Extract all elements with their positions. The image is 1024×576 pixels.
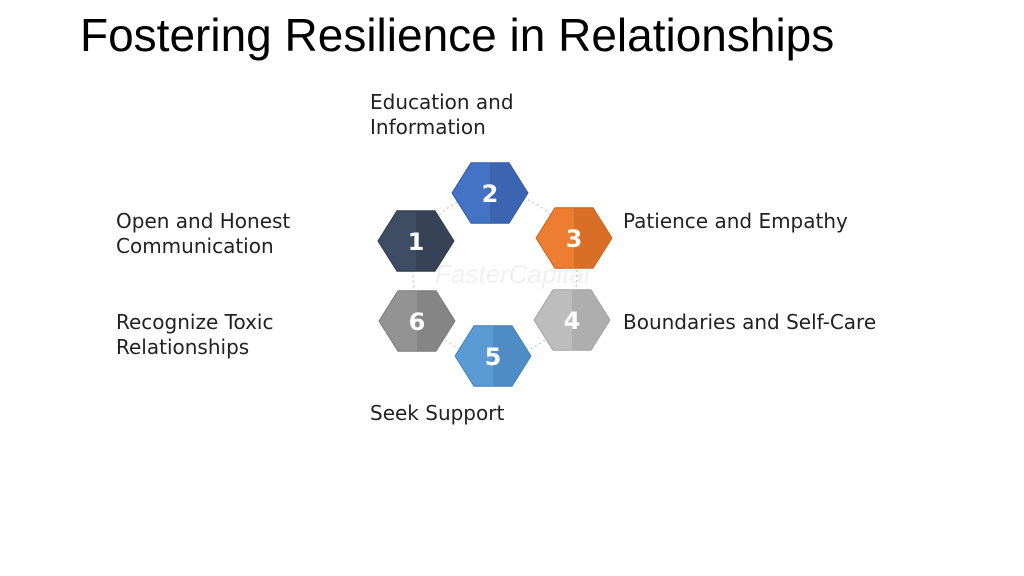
step-5-label: Seek Support <box>370 401 504 426</box>
step-3-hexagon: 3 <box>535 207 613 269</box>
step-1-hexagon: 1 <box>377 210 455 272</box>
step-4-hexagon-shade <box>572 289 610 351</box>
step-6-label-line-2: Relationships <box>116 335 250 359</box>
watermark: FasterCapital <box>435 259 590 289</box>
step-2-label: Education and Information <box>370 90 514 140</box>
step-2-hexagon-shade <box>490 162 528 224</box>
step-2-label-line-2: Information <box>370 115 486 139</box>
step-6-number: 6 <box>409 308 426 336</box>
step-4-hexagon: 4 <box>533 289 611 351</box>
step-4-number: 4 <box>564 307 581 335</box>
step-5-number: 5 <box>485 343 502 371</box>
step-1-label-line-1: Open and Honest <box>116 209 291 233</box>
step-4-label-line-1: Boundaries and Self-Care <box>623 310 877 334</box>
step-3-label-line-1: Patience and Empathy <box>623 209 848 233</box>
step-3-hexagon-shade <box>574 207 612 269</box>
step-1-number: 1 <box>408 228 425 256</box>
step-5-hexagon-shade <box>493 325 531 387</box>
step-2-number: 2 <box>482 180 499 208</box>
step-1-label-line-2: Communication <box>116 234 274 258</box>
slide-title: Fostering Resilience in Relationships <box>80 9 835 61</box>
step-2-hexagon: 2 <box>451 162 529 224</box>
step-5-hexagon: 5 <box>454 325 532 387</box>
step-6-label: Recognize Toxic Relationships <box>116 310 273 360</box>
step-4-label: Boundaries and Self-Care <box>623 310 876 335</box>
step-1-hexagon-shade <box>416 210 454 272</box>
step-2-label-line-1: Education and <box>370 90 514 114</box>
step-6-label-line-1: Recognize Toxic <box>116 310 274 334</box>
step-1-label: Open and Honest Communication <box>116 209 290 259</box>
step-3-label: Patience and Empathy <box>623 209 848 234</box>
step-6-hexagon: 6 <box>378 290 456 352</box>
step-6-hexagon-shade <box>417 290 455 352</box>
step-5-label-line-1: Seek Support <box>370 401 505 425</box>
step-3-number: 3 <box>566 225 583 253</box>
